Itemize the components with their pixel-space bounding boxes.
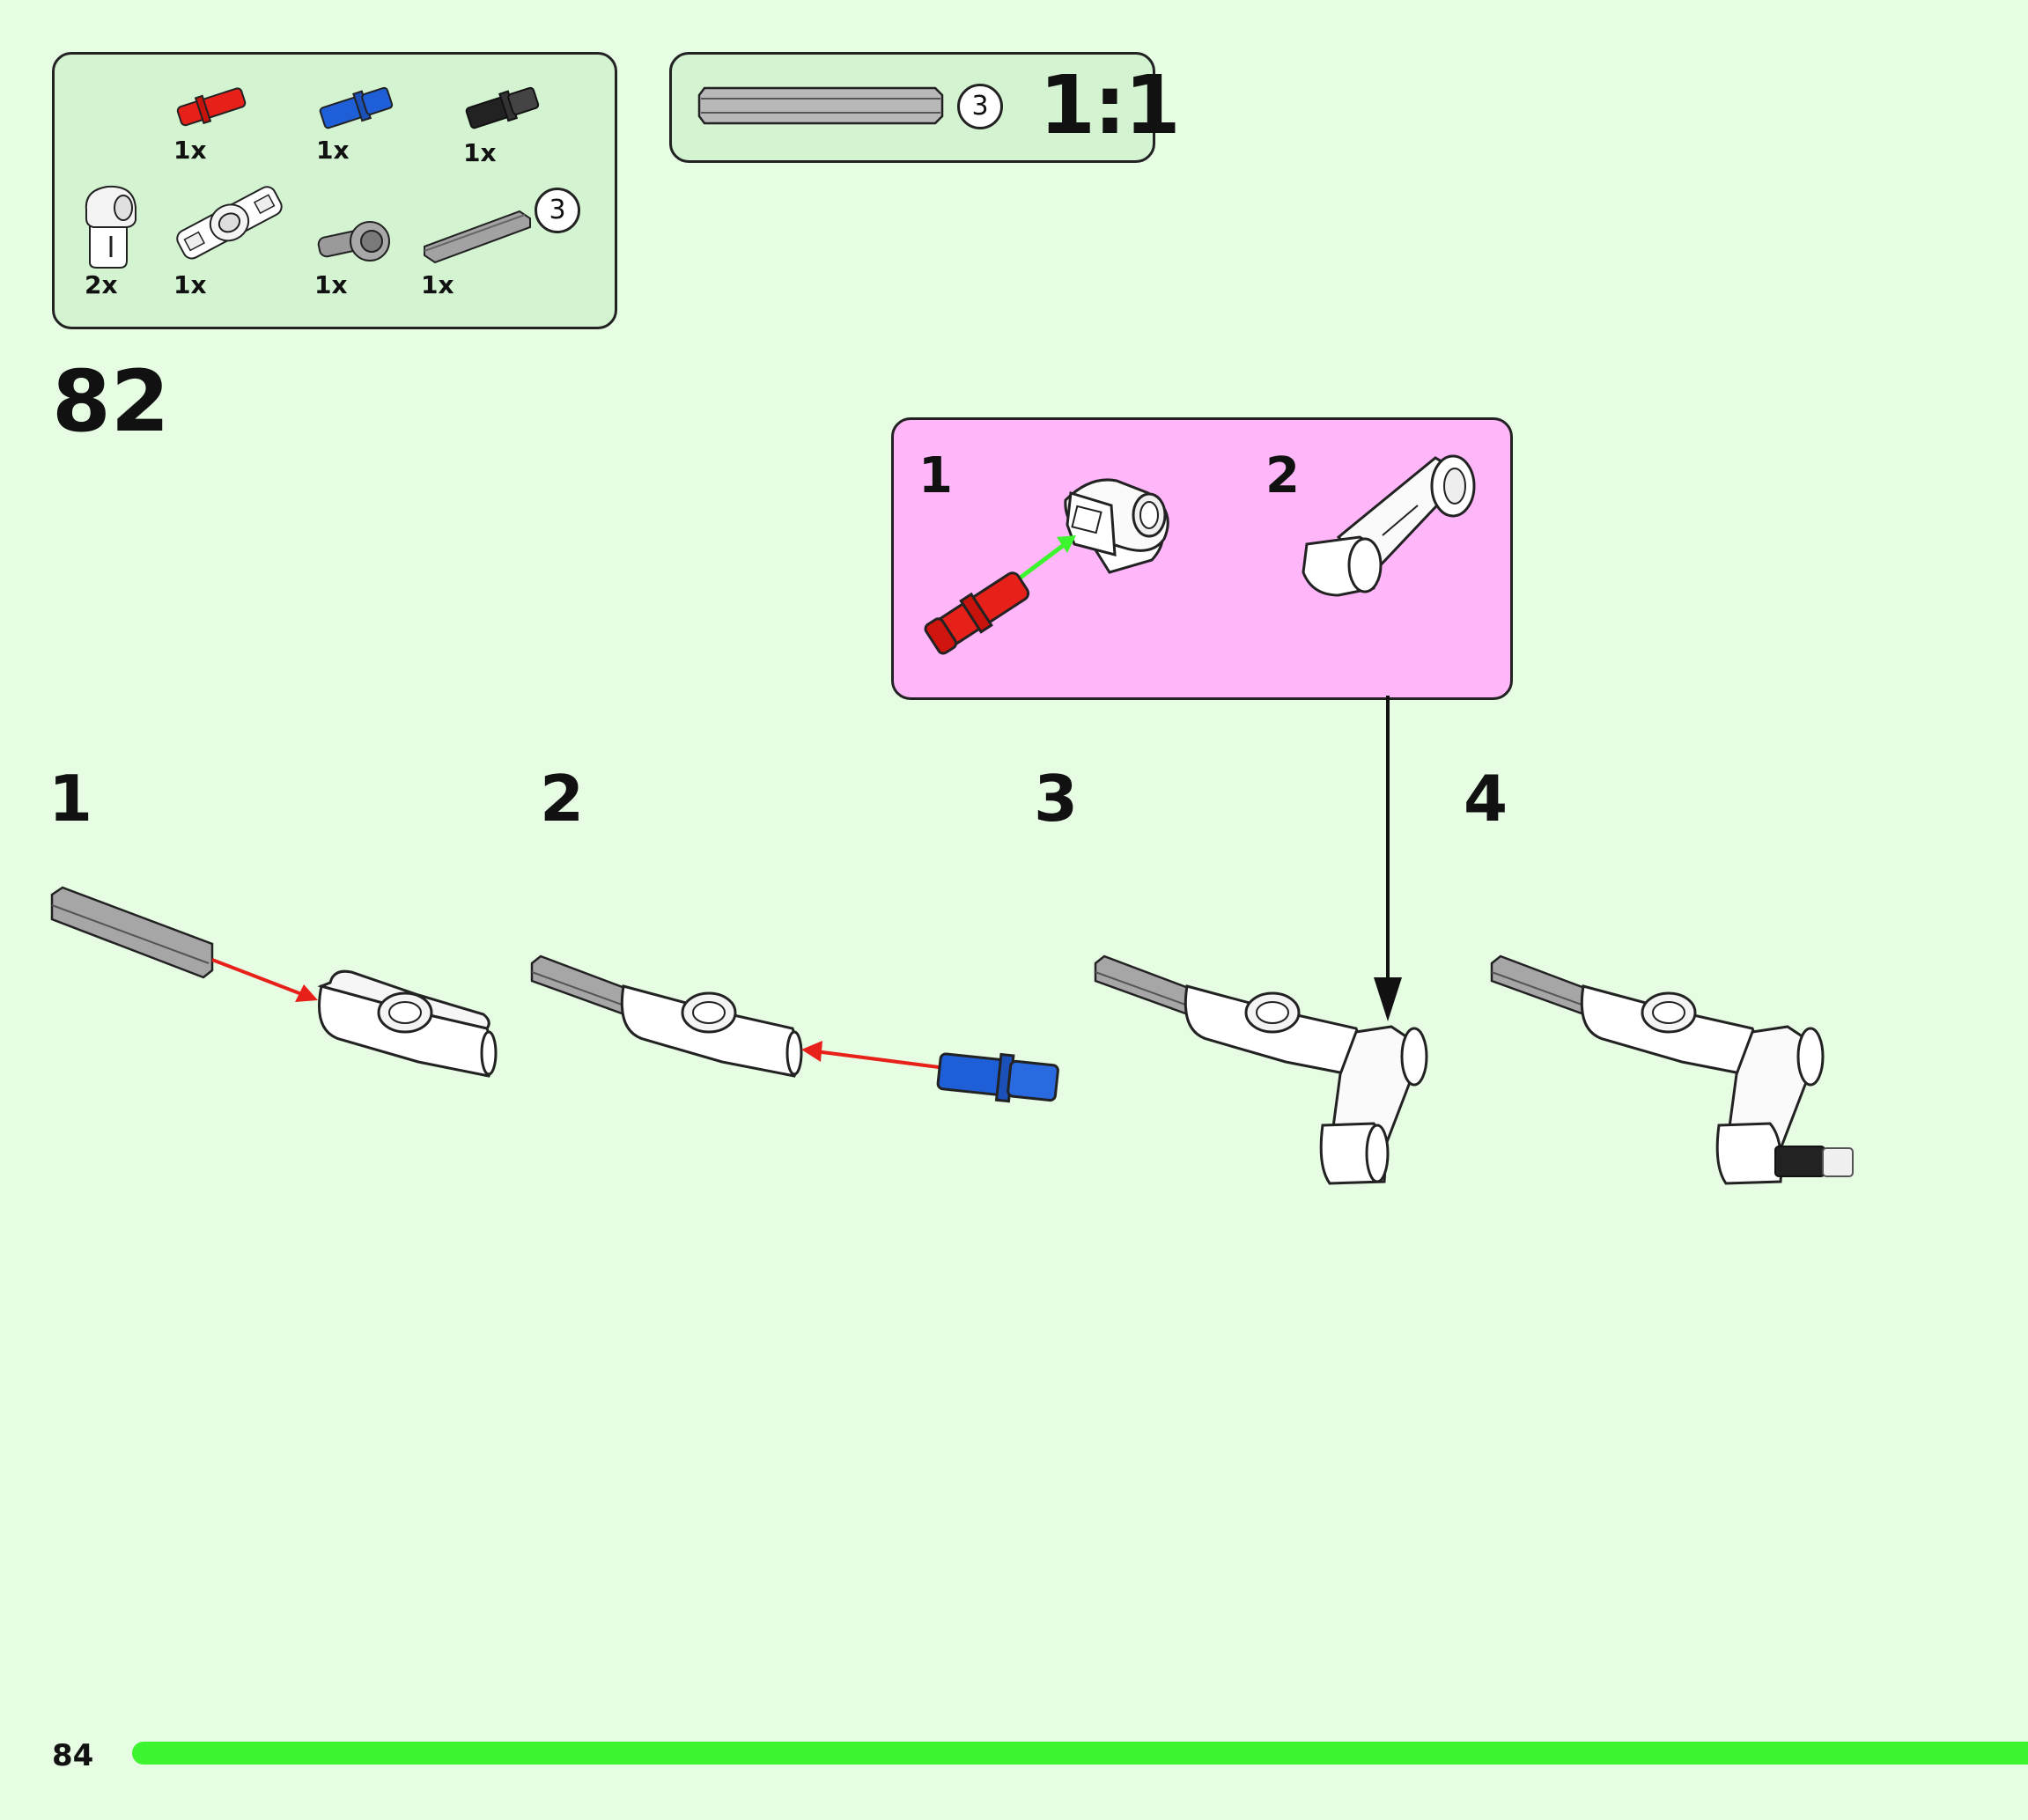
white-double-connector-icon (1185, 986, 1361, 1076)
progress-bar (132, 1742, 2028, 1765)
scale-length-badge: 3 (957, 84, 1003, 129)
scale-label: 1:1 (1039, 58, 1179, 152)
sub-step-2-illustration (1286, 440, 1488, 608)
gray-angle-connector-qty: 1x (314, 270, 348, 299)
page-number: 84 (52, 1738, 93, 1773)
axle-scale-icon (699, 83, 944, 129)
step-number: 1 (48, 762, 92, 836)
step-3-illustration (1092, 951, 1435, 1197)
gray-axle-icon (52, 888, 212, 977)
white-angle-connector-icon (1066, 480, 1168, 572)
black-pin-qty: 1x (463, 138, 497, 167)
red-axle-pin-qty: 1x (173, 136, 207, 165)
white-angle-connector-icon (81, 183, 143, 271)
step-number: 3 (1034, 762, 1078, 836)
gray-axle-icon (1492, 956, 1594, 1018)
black-pin-icon (461, 85, 546, 129)
step-4-illustration (1488, 951, 1858, 1197)
axle-length-badge: 3 (535, 188, 580, 233)
step-number: 2 (540, 762, 584, 836)
gray-axle-icon (1095, 956, 1198, 1018)
gray-axle-icon (421, 204, 534, 268)
step-number: 4 (1464, 762, 1508, 836)
sub-step-1-illustration (916, 440, 1180, 669)
gray-axle-qty: 1x (421, 270, 454, 299)
blue-axle-pin-icon (937, 1048, 1059, 1106)
blue-axle-pin-icon (315, 85, 400, 129)
gray-angle-connector-icon (313, 215, 393, 269)
step-1-illustration (48, 881, 506, 1092)
red-axle-pin-icon (173, 85, 252, 129)
white-angle-connector-qty: 2x (85, 270, 118, 299)
white-double-connector-icon (169, 180, 289, 264)
black-pin-icon (1775, 1146, 1853, 1176)
blue-axle-pin-qty: 1x (316, 136, 350, 165)
red-axle-pin-icon (923, 567, 1033, 657)
gray-axle-icon (532, 956, 634, 1018)
white-double-connector-icon (1582, 986, 1758, 1076)
white-double-connector-icon (622, 986, 801, 1076)
white-double-connector-qty: 1x (173, 270, 207, 299)
step-2-illustration (528, 951, 1092, 1118)
white-double-connector-icon (320, 971, 497, 1076)
main-step-number: 82 (52, 352, 170, 451)
